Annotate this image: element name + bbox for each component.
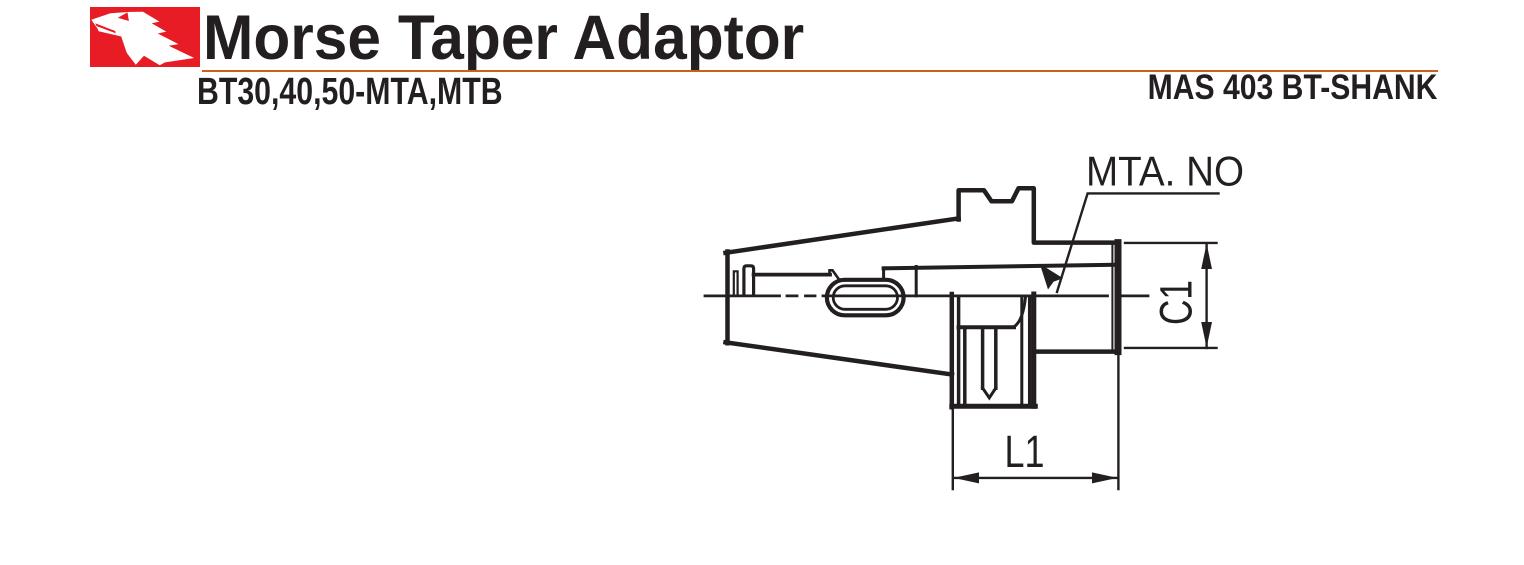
svg-text:MTA. NO: MTA. NO — [1086, 148, 1244, 195]
svg-text:L1: L1 — [1005, 426, 1045, 477]
svg-text:C1: C1 — [1151, 280, 1202, 325]
